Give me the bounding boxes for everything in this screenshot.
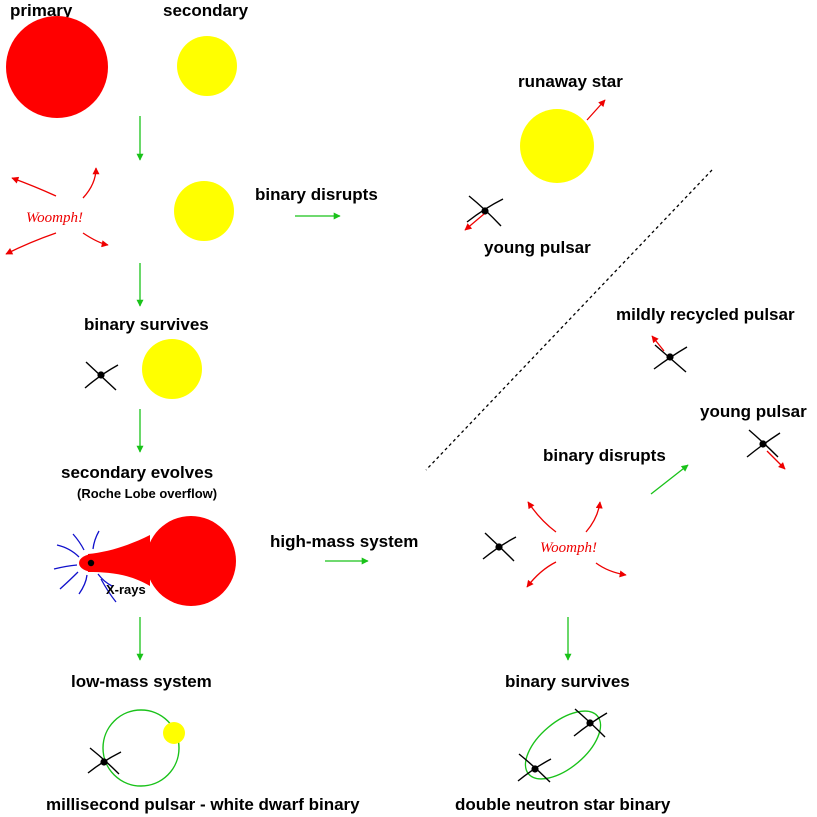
kick-arrow-icon xyxy=(464,213,485,231)
neutron-star-icon xyxy=(653,344,688,373)
neutron-star-icon xyxy=(482,532,517,562)
binary-survives-right-label: binary survives xyxy=(505,672,630,691)
secondary-star xyxy=(142,339,202,399)
secondary-label: secondary xyxy=(163,1,249,20)
roche-lobe-overflow-label: (Roche Lobe overflow) xyxy=(77,486,217,501)
neutron-star-icon xyxy=(573,708,608,738)
young-pulsar-right-label: young pulsar xyxy=(700,402,807,421)
kick-arrow-icon xyxy=(586,99,606,121)
low-mass-system-label: low-mass system xyxy=(71,672,212,691)
msp-wd-binary-label: millisecond pulsar - white dwarf binary xyxy=(46,795,360,814)
binary-disrupts-right-label: binary disrupts xyxy=(543,446,666,465)
flow-arrow-icon xyxy=(650,464,689,495)
high-mass-system-label: high-mass system xyxy=(270,532,418,551)
neutron-star-icon xyxy=(466,195,504,227)
primary-star xyxy=(6,16,108,118)
neutron-star-icon xyxy=(517,753,552,783)
accretion-system xyxy=(79,516,236,606)
woomph-right-label: Woomph! xyxy=(540,540,597,556)
explosion-icon xyxy=(526,501,627,588)
binary-disrupts-top-label: binary disrupts xyxy=(255,185,378,204)
neutron-star-icon xyxy=(746,429,781,458)
runaway-star-label: runaway star xyxy=(518,72,623,91)
primary-label: primary xyxy=(10,1,73,20)
x-rays-label: X-rays xyxy=(106,582,146,597)
orbit-icon xyxy=(524,710,602,780)
x-ray-emission-icon xyxy=(53,530,117,603)
white-dwarf-star xyxy=(163,722,185,744)
binary-survives-left-label: binary survives xyxy=(84,315,209,334)
secondary-evolves-label: secondary evolves xyxy=(61,463,213,482)
secondary-star xyxy=(177,36,237,96)
mildly-recycled-pulsar-label: mildly recycled pulsar xyxy=(616,305,795,324)
explosion-icon xyxy=(5,167,109,255)
woomph-left-label: Woomph! xyxy=(26,210,83,226)
secondary-star xyxy=(174,181,234,241)
kick-arrow-icon xyxy=(766,450,786,470)
double-ns-binary-label: double neutron star binary xyxy=(455,795,671,814)
runaway-star xyxy=(520,109,594,183)
neutron-star-icon xyxy=(87,747,122,775)
neutron-star-icon xyxy=(84,361,119,391)
young-pulsar-top-label: young pulsar xyxy=(484,238,591,257)
kick-arrow-icon xyxy=(651,335,665,352)
orbit-icon xyxy=(102,709,180,787)
